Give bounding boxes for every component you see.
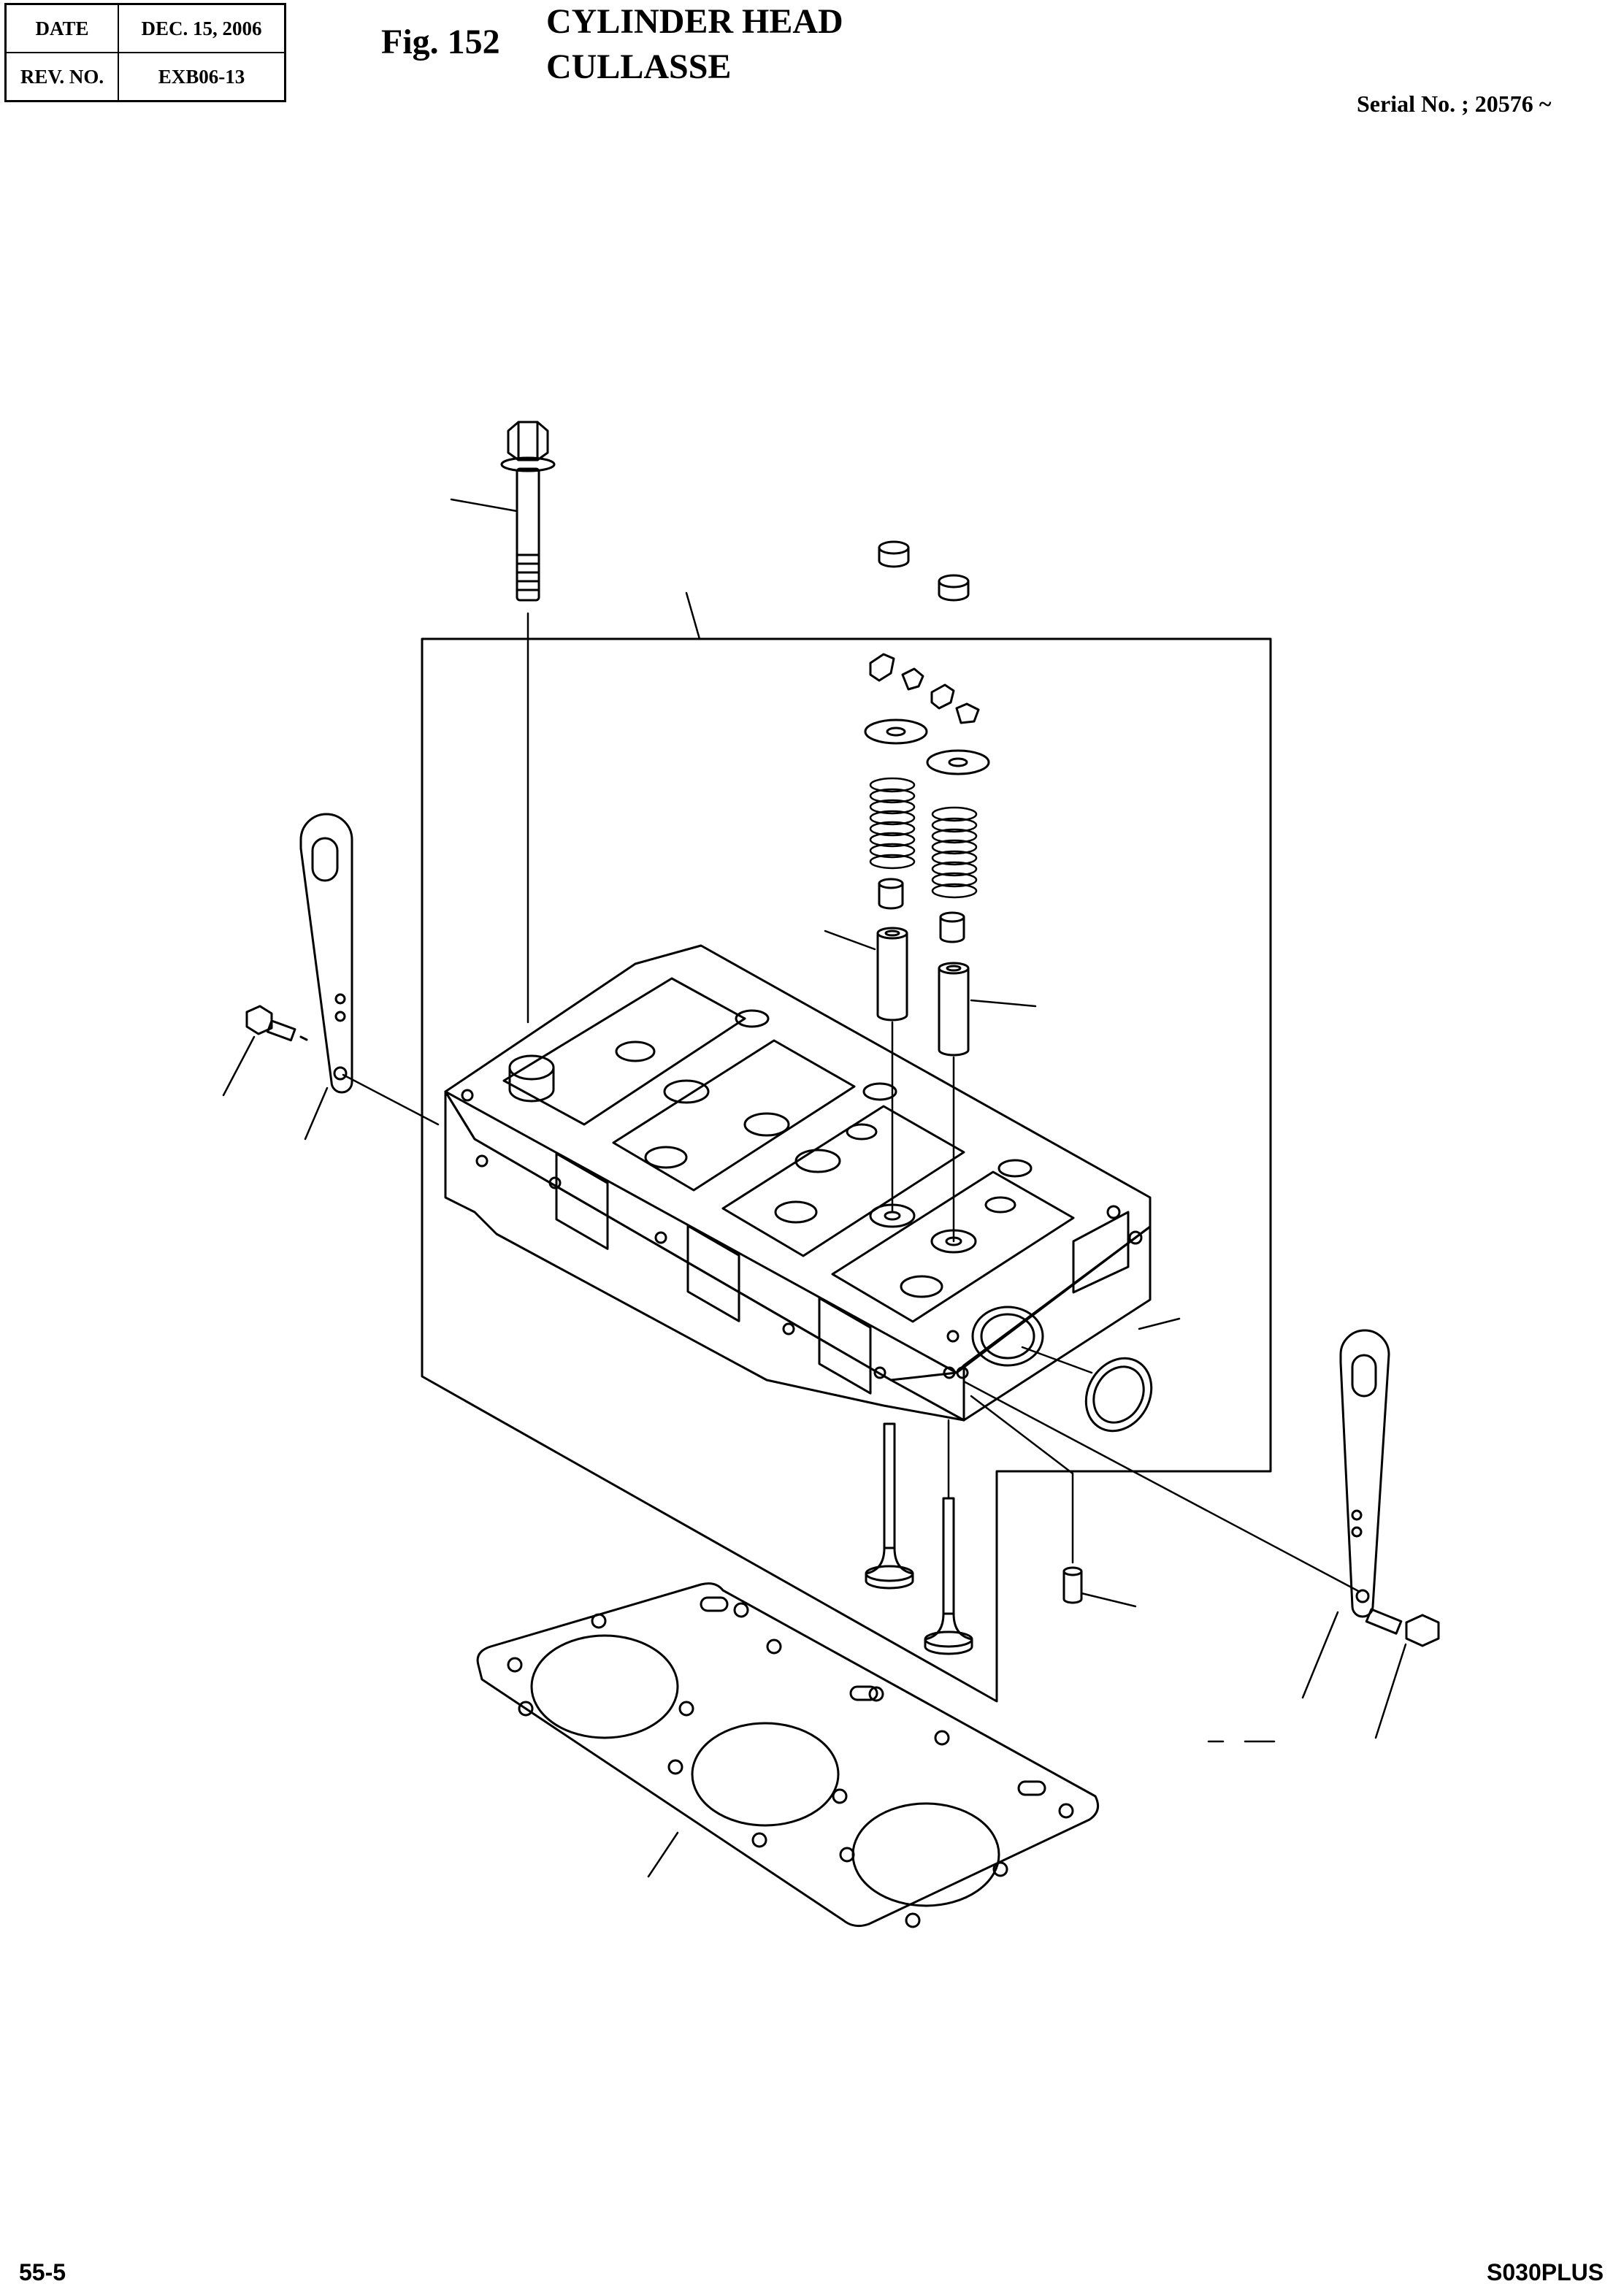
assembly-frame [422,639,1271,1701]
head-gasket [478,1584,1098,1927]
hanger-bolt-left [247,1006,307,1040]
figure-number: Fig. 152 [381,23,500,61]
leader-lines [223,499,1406,1877]
oil-seal [1022,1346,1164,1443]
dowel-pin [971,1396,1081,1603]
spring-retainers [865,720,989,774]
date-label: DATE [4,3,119,53]
page-number: 55-5 [19,2259,66,2285]
title-french: CULLASSE [546,47,732,86]
valve-guides [878,928,968,1241]
intake-valve [866,1424,913,1588]
revision-value: EXB06-13 [118,52,286,102]
title-english: CYLINDER HEAD [546,2,843,41]
lifting-hanger-right [964,1330,1389,1617]
exhaust-valve [925,1420,972,1654]
lifting-hanger-left [301,814,438,1124]
serial-number: Serial No. ; 20576 ~ [1357,91,1552,117]
document-info-table: DATE DEC. 15, 2006 REV. NO. EXB06-13 [4,3,286,102]
valve-stem-seals [879,879,964,942]
valve-collets [870,654,978,723]
head-bolt [502,422,554,1022]
hanger-bolt-right [1366,1609,1439,1646]
valve-springs [870,778,976,897]
revision-label: REV. NO. [4,52,119,102]
cylinder-head [445,946,1150,1420]
model-name: S030PLUS [1487,2259,1604,2285]
valve-caps [879,542,968,600]
date-value: DEC. 15, 2006 [118,3,286,53]
